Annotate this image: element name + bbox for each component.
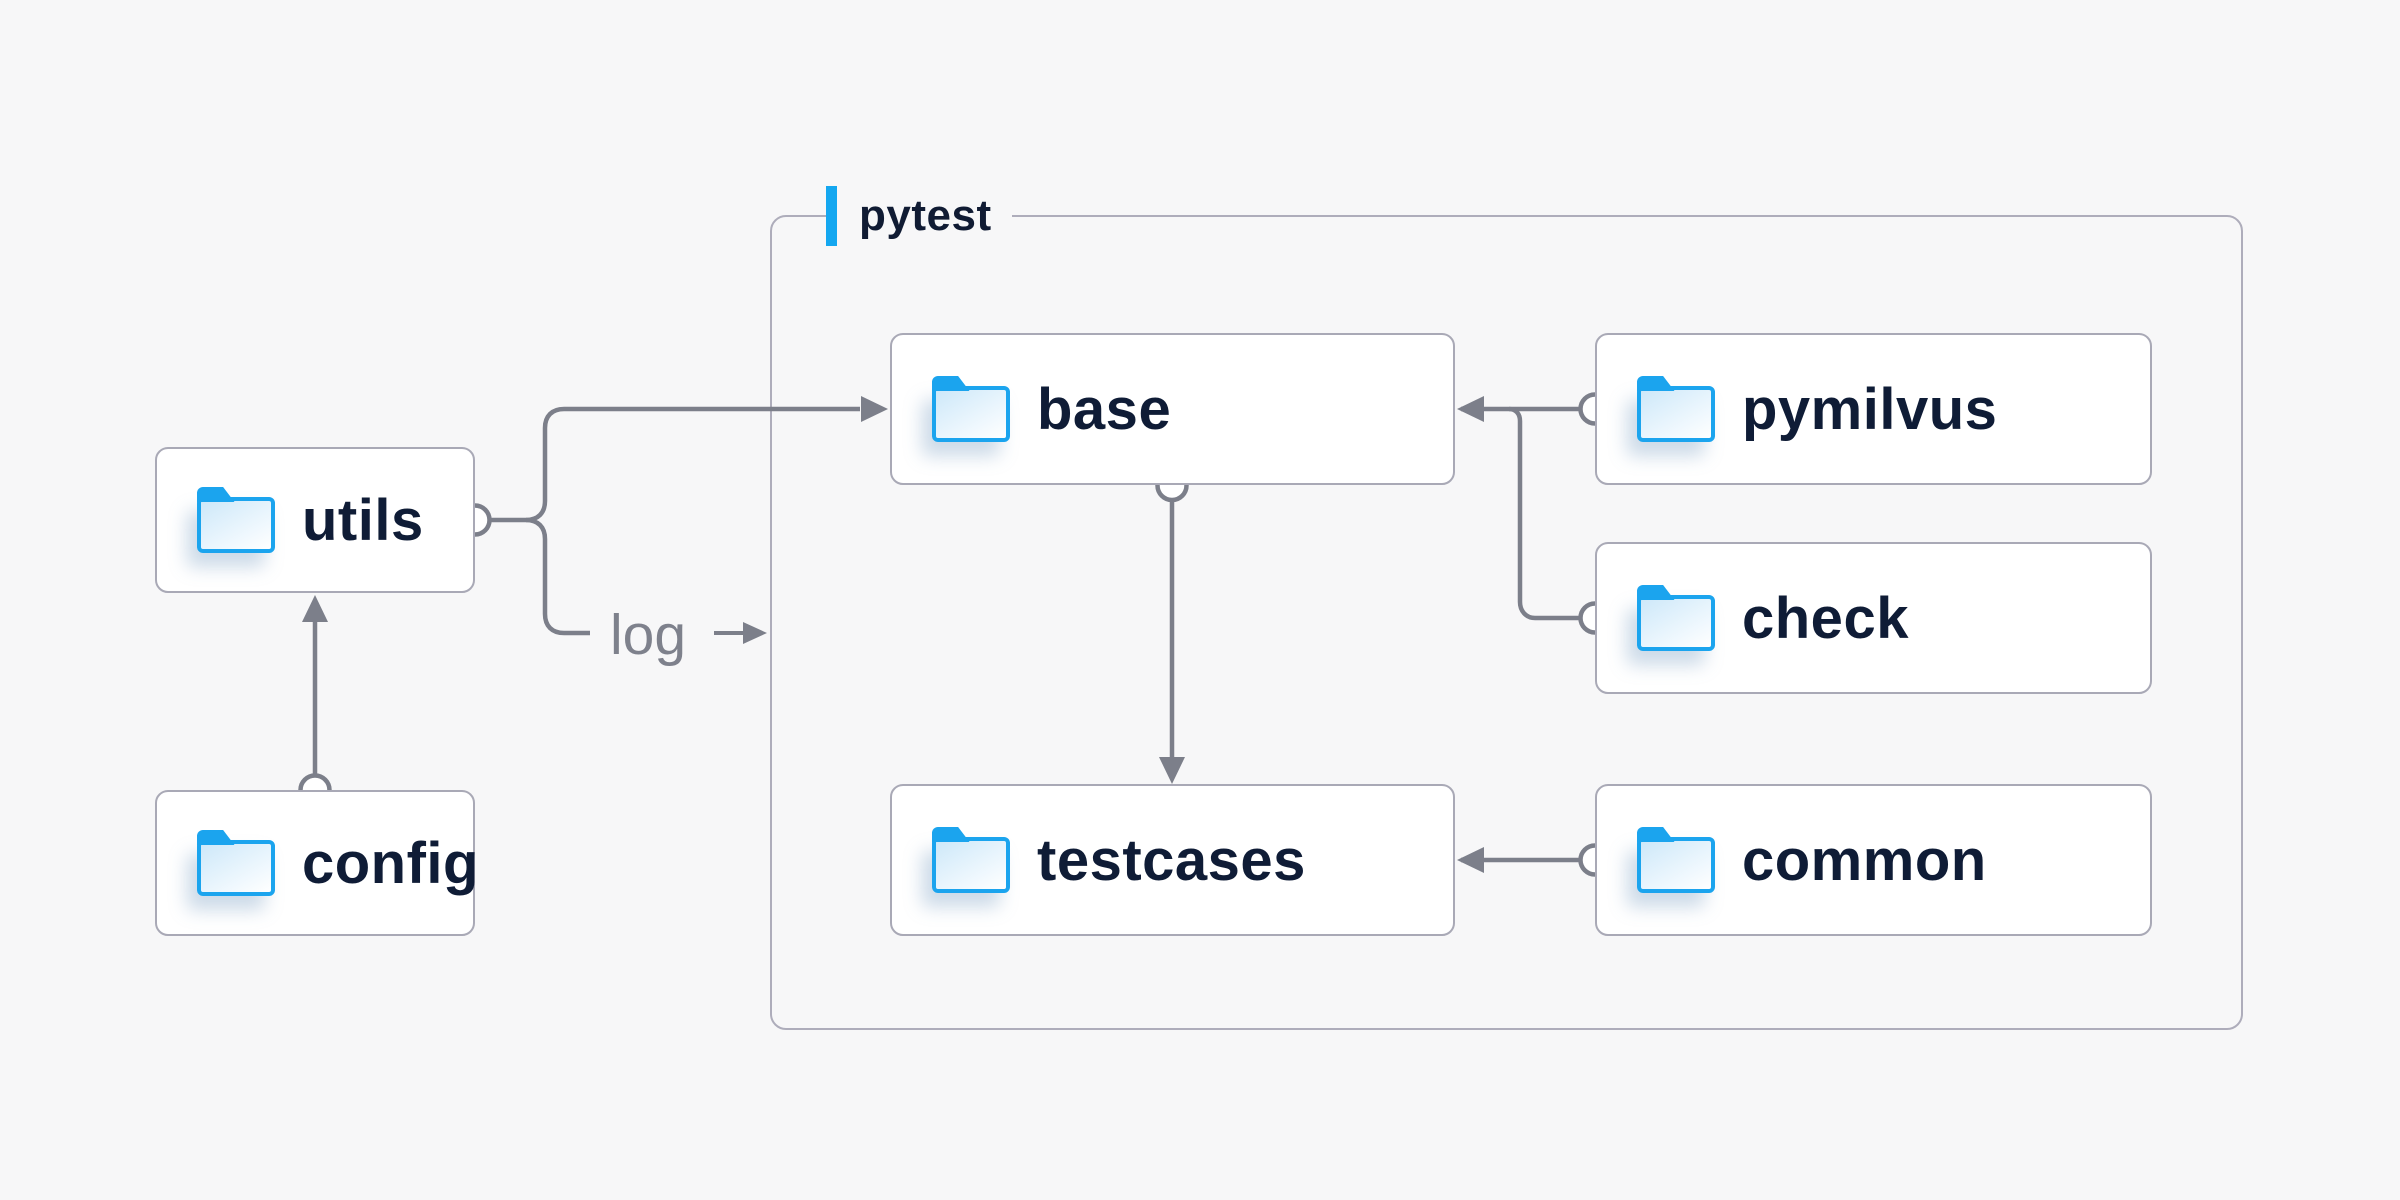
node-label: common: [1742, 827, 1987, 893]
node-utils: utils: [155, 447, 475, 593]
node-label: check: [1742, 585, 1909, 651]
node-label: utils: [302, 487, 424, 553]
folder-icon: [197, 840, 275, 896]
folder-icon: [1637, 386, 1715, 442]
folder-icon: [1637, 595, 1715, 651]
node-config: config: [155, 790, 478, 936]
node-base: base: [890, 333, 1455, 485]
node-common: common: [1595, 784, 2152, 936]
folder-icon: [1637, 837, 1715, 893]
node-label: testcases: [1037, 827, 1306, 893]
node-pymilvus: pymilvus: [1595, 333, 2152, 485]
pytest-group-frame: [770, 215, 2243, 1030]
accent-bar: [826, 186, 837, 246]
node-label: pymilvus: [1742, 376, 1998, 442]
node-label: base: [1037, 376, 1172, 442]
node-check: check: [1595, 542, 2152, 694]
node-label: config: [302, 830, 479, 896]
folder-icon: [932, 837, 1010, 893]
edge-label-log: log: [609, 603, 687, 667]
pytest-group-title: pytest: [859, 191, 992, 240]
folder-icon: [932, 386, 1010, 442]
arrowhead-into-utils: [302, 595, 328, 622]
edge-utils-log: [525, 517, 590, 636]
pytest-group-label: pytest: [826, 186, 1012, 246]
arrowhead-log-into-group: [743, 622, 767, 644]
node-testcases: testcases: [890, 784, 1455, 936]
folder-icon: [197, 497, 275, 553]
